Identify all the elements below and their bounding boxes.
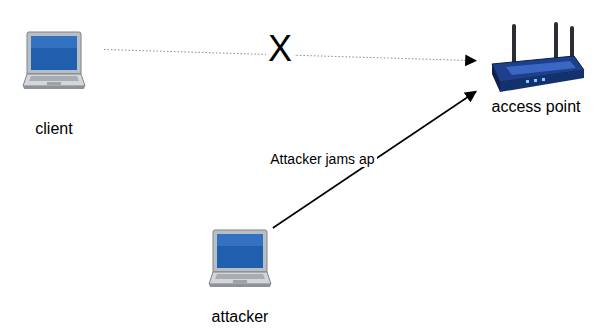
device-label: access point bbox=[476, 98, 596, 116]
laptop-icon bbox=[200, 228, 280, 298]
computer-node: attacker bbox=[200, 228, 280, 328]
edge-label: X bbox=[266, 29, 294, 69]
computer-node: client bbox=[4, 30, 104, 142]
edge-label: Attacker jams ap bbox=[268, 152, 376, 167]
device-label: attacker bbox=[200, 308, 280, 326]
device-label: client bbox=[4, 120, 104, 138]
router-icon bbox=[476, 20, 596, 100]
access-point-node: access point bbox=[476, 20, 596, 120]
laptop-icon bbox=[4, 30, 104, 100]
